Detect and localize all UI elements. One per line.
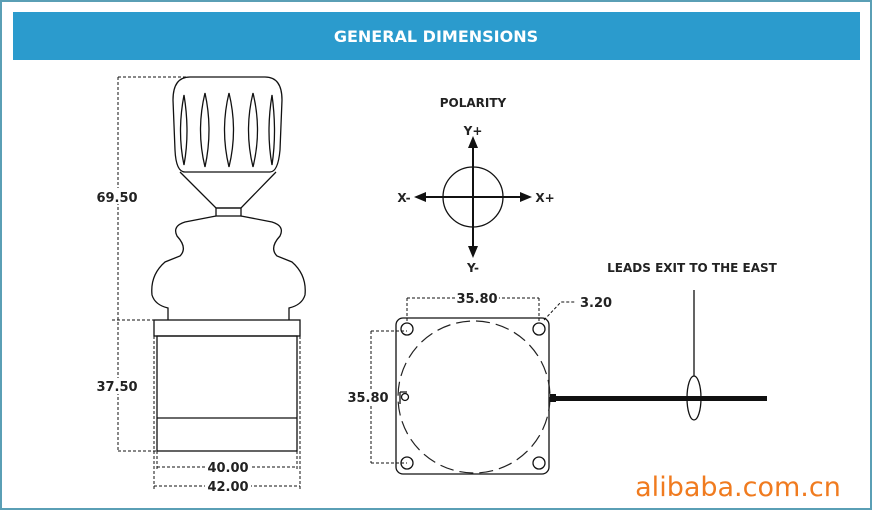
watermark: alibaba.com.cn	[635, 472, 841, 503]
knob-grips	[179, 92, 276, 168]
neck	[215, 207, 242, 217]
cable-gland	[550, 394, 556, 402]
knob	[172, 76, 283, 173]
dashed-circle	[397, 320, 551, 474]
cable	[556, 396, 767, 401]
hole-spacing-h-label: 35.80	[456, 292, 497, 307]
polarity-title: POLARITY	[440, 96, 507, 110]
width-inner-label: 40.00	[207, 461, 248, 476]
flange	[153, 319, 301, 337]
y-minus-label: Y-	[466, 261, 479, 275]
height-dimension-lines	[112, 76, 190, 452]
header-title: GENERAL DIMENSIONS	[334, 27, 538, 46]
height-upper-label: 69.50	[96, 191, 137, 206]
width-dimension-lines	[153, 336, 301, 490]
key-mark	[399, 391, 407, 404]
polarity-axes	[420, 142, 526, 252]
key-hole	[400, 392, 410, 402]
leads-note: LEADS EXIT TO THE EAST	[607, 261, 777, 275]
bellows	[151, 215, 306, 320]
mounting-top-view: LEADS EXIT TO THE EAST 35.80 3.20 35.80	[345, 261, 778, 475]
cone	[179, 171, 277, 209]
plate-dimension-lines	[370, 297, 576, 464]
mounting-plate	[395, 317, 550, 475]
x-minus-label: X-	[397, 191, 410, 205]
header-bar	[13, 12, 860, 60]
hole-diameter-label: 3.20	[580, 296, 612, 311]
joystick-side-view: 69.50 37.50 40.00 42.00	[92, 76, 306, 495]
x-plus-label: X+	[535, 191, 554, 205]
body	[156, 335, 298, 452]
height-lower-label: 37.50	[96, 380, 137, 395]
width-outer-label: 42.00	[207, 480, 248, 495]
polarity-diagram: POLARITY Y+ Y- X- X+	[397, 96, 554, 275]
mounting-holes	[400, 322, 546, 470]
hole-spacing-v-label: 35.80	[347, 391, 388, 406]
y-plus-label: Y+	[463, 124, 483, 138]
